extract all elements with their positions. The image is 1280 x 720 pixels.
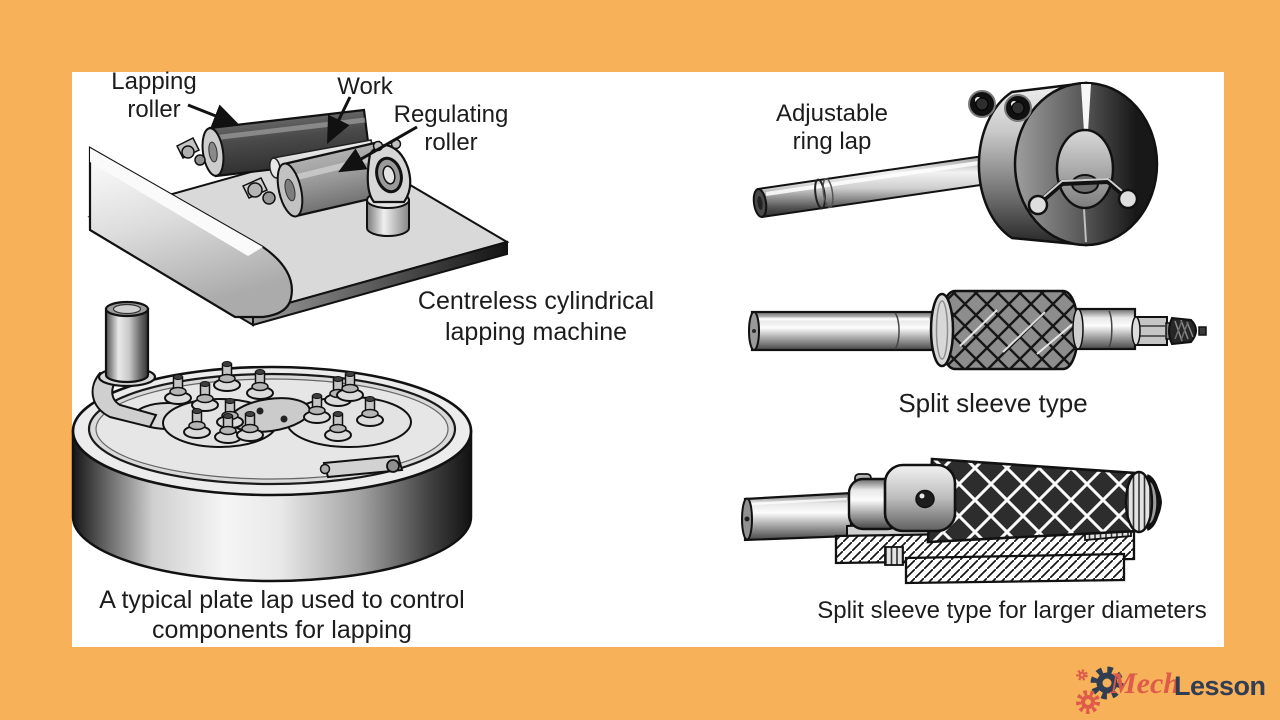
label-regulating-roller: Regulating roller xyxy=(393,101,509,156)
split-sleeve-large-illustration xyxy=(741,457,1163,585)
gears-icon xyxy=(1076,666,1124,714)
roller-bracket xyxy=(366,138,412,237)
label-work: Work xyxy=(337,73,393,100)
gear-icon-tiny xyxy=(1076,669,1088,681)
clamp-bar xyxy=(319,454,404,479)
logo-text-lesson: Lesson xyxy=(1174,671,1266,701)
mechlesson-logo: Mech Lesson xyxy=(1074,660,1266,718)
gear-icon-large xyxy=(1090,666,1124,700)
adjusting-screws xyxy=(968,90,1032,122)
centreless-lapping-machine-illustration xyxy=(87,96,510,327)
handle-post xyxy=(91,300,158,429)
caption-plate-lap: A typical plate lap used to control comp… xyxy=(99,586,465,644)
plate-lap-knobs xyxy=(164,361,384,444)
large-sleeve-barrel xyxy=(926,457,1163,544)
split-sleeve-illustration xyxy=(748,289,1207,371)
label-adjustable-ring-lap: Adjustable ring lap xyxy=(775,100,889,155)
roller-trunnions xyxy=(175,136,276,205)
gear-icon-small xyxy=(1076,690,1100,714)
sleeve-barrel xyxy=(929,289,1079,371)
plate-lap-illustration xyxy=(71,300,473,583)
adjustable-ring-lap-illustration xyxy=(752,81,1159,247)
clamp-collars xyxy=(847,463,957,533)
caption-split-sleeve: Split sleeve type xyxy=(898,388,1088,418)
sleeve-tail-shaft xyxy=(1072,307,1207,351)
ring-lap-handle xyxy=(752,151,1010,219)
logo-text-mech: Mech xyxy=(1110,667,1180,700)
machine-housing xyxy=(88,146,293,319)
caption-centreless-machine: Centreless cylindrical lapping machine xyxy=(417,287,655,346)
large-sleeve-shaft xyxy=(741,491,853,542)
caption-split-sleeve-large: Split sleeve type for larger diameters xyxy=(817,597,1207,624)
sleeve-arbor-shaft xyxy=(748,310,936,352)
adjusting-spider xyxy=(1027,177,1139,216)
label-lapping-roller: Lapping roller xyxy=(111,68,197,123)
pointer-arrows xyxy=(187,96,418,173)
ring-lap-hole xyxy=(1055,128,1115,210)
